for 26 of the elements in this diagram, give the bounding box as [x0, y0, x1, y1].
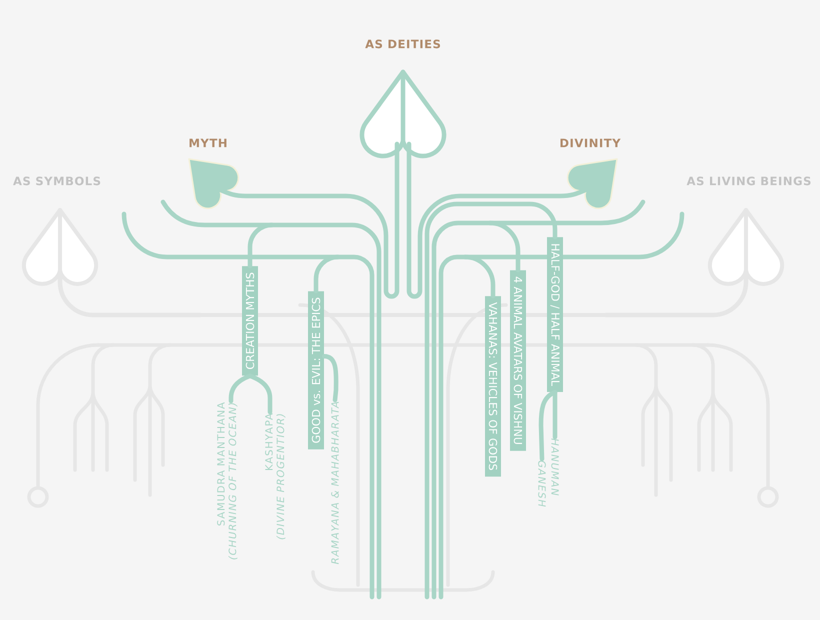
heading: MYTH [190, 138, 226, 148]
branch-line [228, 374, 252, 404]
topic-box: 4 ANIMAL AVATARS OF VISHNU [510, 270, 526, 451]
branch-line [248, 222, 382, 600]
topic-box: VAHANAS: VEHICLES OF GODS [485, 296, 501, 477]
branch-line [438, 254, 496, 600]
branch-line [406, 142, 589, 299]
subtopic-label: RAMAYANA & MAHABHARATA [331, 402, 339, 564]
branch-line [314, 254, 374, 600]
subtopic-label: HANUMAN [551, 438, 559, 496]
heading: DIVINITY [560, 138, 621, 148]
branch-line [552, 390, 558, 440]
branch-line [322, 354, 338, 402]
subtopic-label: KASHYAPA (DIVINE PROGENTIOR) [265, 413, 286, 540]
heading: AS DEITIES [365, 40, 440, 48]
branch-line [432, 220, 520, 600]
branch-line [604, 268, 748, 318]
branch-line [424, 202, 558, 600]
topic-box: GOOD vs. EVIL: THE EPICS [308, 291, 324, 450]
subtopic-label: GANESH [538, 460, 546, 507]
subtopic-label: SAMUDRA MANTHANA (CHURNING OF THE OCEAN) [217, 402, 238, 560]
branch-line [248, 374, 272, 414]
branch-line [58, 268, 202, 318]
topic-box: HALF-GOD / HALF ANIMAL [547, 237, 563, 392]
topic-box: CREATION MYTHS [242, 266, 258, 376]
branch-line [217, 142, 400, 299]
